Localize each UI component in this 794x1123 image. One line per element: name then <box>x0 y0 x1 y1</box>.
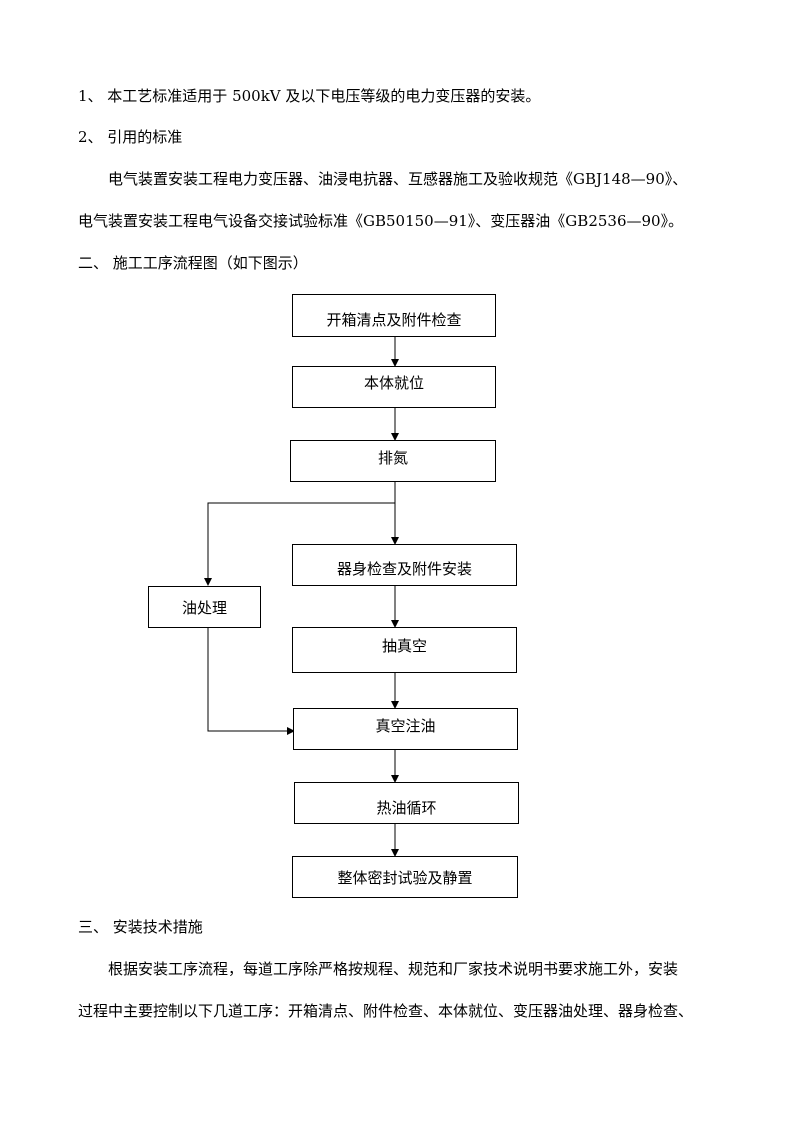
standards-line-2: 电气装置安装工程电气设备交接试验标准《GB50150—91》、变压器油《GB25… <box>78 212 684 230</box>
step-unpack-inspect: 开箱清点及附件检查 <box>292 294 496 337</box>
step-vacuum-pumping: 抽真空 <box>292 627 517 673</box>
section-3-paragraph-line-1: 根据安装工序流程，每道工序除严格按规程、规范和厂家技术说明书要求施工外，安装 <box>108 960 679 978</box>
branch-to-oil-treatment <box>204 502 395 586</box>
section-3-heading: 三、 安装技术措施 <box>78 918 203 936</box>
section-3-paragraph-line-2: 过程中主要控制以下几道工序：开箱清点、附件检查、本体就位、变压器油处理、器身检查… <box>78 1002 694 1020</box>
section-2-heading: 二、 施工工序流程图（如下图示） <box>78 254 308 272</box>
item-2-referenced-standards: 2、 引用的标准 <box>78 128 183 146</box>
oil-treatment-to-vacuum-fill <box>207 628 295 735</box>
step-hot-oil-circulation: 热油循环 <box>294 782 519 824</box>
step-vacuum-oil-filling: 真空注油 <box>293 708 518 750</box>
step-core-inspection: 器身检查及附件安装 <box>292 544 517 586</box>
step-oil-treatment: 油处理 <box>148 586 261 628</box>
step-nitrogen-discharge: 排氮 <box>290 440 496 482</box>
step-seal-test-standing: 整体密封试验及静置 <box>292 856 518 898</box>
step-body-positioning: 本体就位 <box>292 366 496 408</box>
item-1-scope: 1、 本工艺标准适用于 500kV 及以下电压等级的电力变压器的安装。 <box>78 87 541 105</box>
standards-line-1: 电气装置安装工程电力变压器、油浸电抗器、互感器施工及验收规范《GBJ148—90… <box>108 170 688 188</box>
